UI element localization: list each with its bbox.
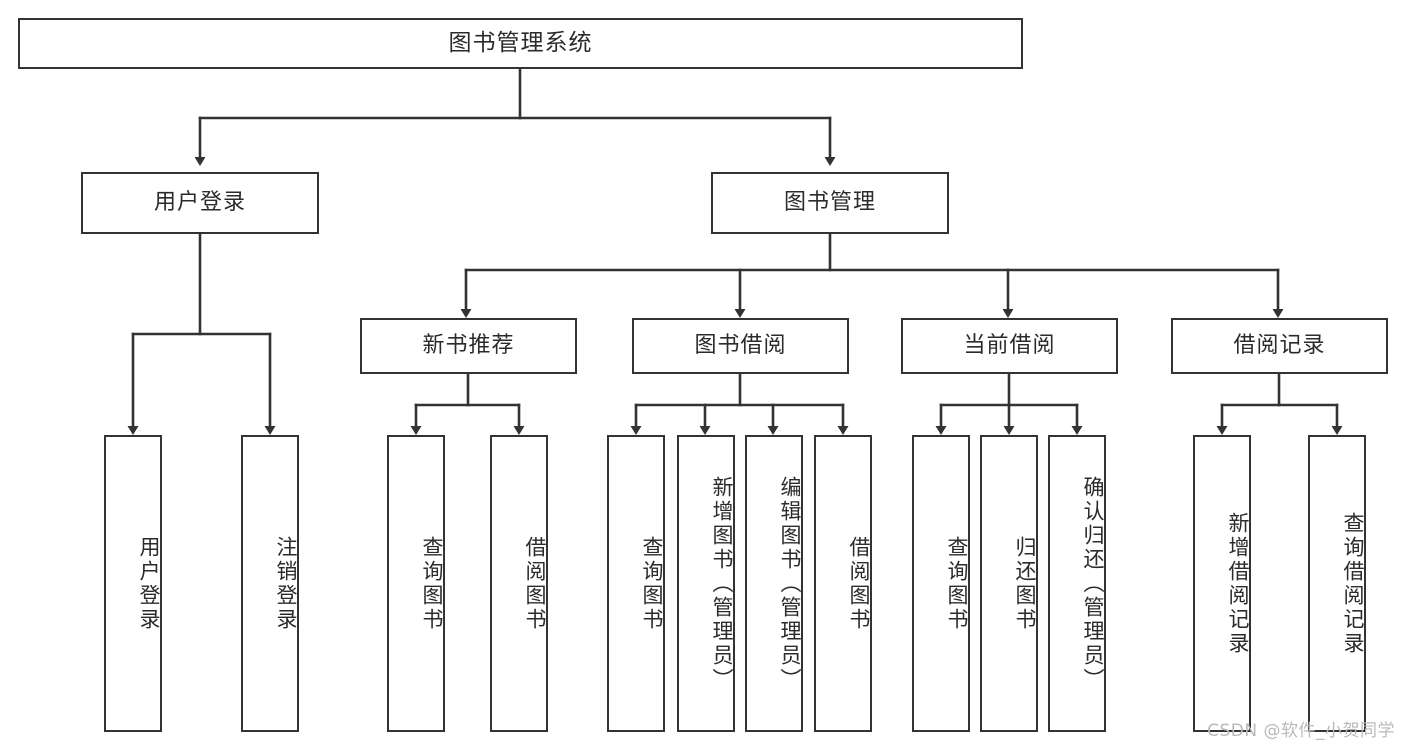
node-label: 图书管理系统	[448, 29, 593, 56]
node-current-borrow[interactable]: 当前借阅	[901, 318, 1118, 374]
node-label: 借阅记录	[1233, 332, 1326, 358]
node-label: 新书推荐	[422, 332, 515, 358]
csdn-watermark: CSDN @软件_小贺同学	[1207, 721, 1395, 741]
node-label: 当前借阅	[963, 332, 1056, 358]
leaf-query-book-borrow[interactable]: 查询图书	[607, 435, 665, 732]
node-label: 借阅图书	[523, 535, 547, 632]
node-label: 图书借阅	[694, 332, 787, 358]
node-borrow-record[interactable]: 借阅记录	[1171, 318, 1388, 374]
node-label: 用户登录	[137, 535, 161, 632]
node-label: 用户登录	[153, 189, 246, 215]
node-book-management[interactable]: 图书管理	[711, 172, 949, 234]
leaf-user-logout[interactable]: 注销登录	[241, 435, 299, 732]
node-label: 新增图书（管理员）	[710, 475, 734, 692]
node-label: 注销登录	[274, 535, 298, 632]
node-label: 图书管理	[783, 189, 876, 215]
node-root-system[interactable]: 图书管理系统	[18, 18, 1023, 69]
node-label: 查询图书	[420, 535, 444, 632]
leaf-add-book-admin[interactable]: 新增图书（管理员）	[677, 435, 735, 732]
node-label: 确认归还（管理员）	[1081, 475, 1105, 692]
leaf-user-login[interactable]: 用户登录	[104, 435, 162, 732]
node-label: 新增借阅记录	[1226, 511, 1250, 656]
node-label: 查询图书	[945, 535, 969, 632]
leaf-query-borrow-record[interactable]: 查询借阅记录	[1308, 435, 1366, 732]
node-book-borrow[interactable]: 图书借阅	[632, 318, 849, 374]
node-label: 查询图书	[640, 535, 664, 632]
leaf-borrow-book-recommend[interactable]: 借阅图书	[490, 435, 548, 732]
node-label: 编辑图书（管理员）	[778, 475, 802, 692]
leaf-edit-book-admin[interactable]: 编辑图书（管理员）	[745, 435, 803, 732]
leaf-borrow-book[interactable]: 借阅图书	[814, 435, 872, 732]
node-label: 归还图书	[1013, 535, 1037, 632]
leaf-query-book-recommend[interactable]: 查询图书	[387, 435, 445, 732]
leaf-add-borrow-record[interactable]: 新增借阅记录	[1193, 435, 1251, 732]
node-user-login[interactable]: 用户登录	[81, 172, 319, 234]
leaf-query-book-current[interactable]: 查询图书	[912, 435, 970, 732]
node-new-book-recommend[interactable]: 新书推荐	[360, 318, 577, 374]
node-label: 查询借阅记录	[1341, 511, 1365, 656]
leaf-return-book[interactable]: 归还图书	[980, 435, 1038, 732]
leaf-confirm-return-admin[interactable]: 确认归还（管理员）	[1048, 435, 1106, 732]
node-label: 借阅图书	[847, 535, 871, 632]
